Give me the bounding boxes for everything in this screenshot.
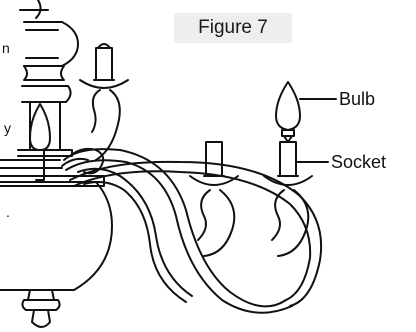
left-candle-bulb: [30, 104, 50, 180]
bulb-icon: [276, 82, 300, 142]
middle-arm: [190, 142, 238, 256]
edge-text-middle: y: [4, 120, 11, 136]
right-arm-socket: [264, 142, 312, 256]
s-curve-arms: [62, 149, 321, 313]
figure-label: Figure 7: [174, 13, 292, 43]
upper-arm: [80, 44, 128, 160]
socket-callout-label: Socket: [331, 152, 387, 172]
socket-ring: [94, 80, 298, 176]
chandelier-finial: [22, 290, 59, 327]
edge-text-bottom: .: [6, 204, 10, 220]
chandelier-column: [18, 0, 78, 156]
bulb-callout-label: Bulb: [339, 89, 376, 109]
edge-text-top: n: [2, 40, 10, 56]
chandelier-bowl: [0, 160, 112, 290]
